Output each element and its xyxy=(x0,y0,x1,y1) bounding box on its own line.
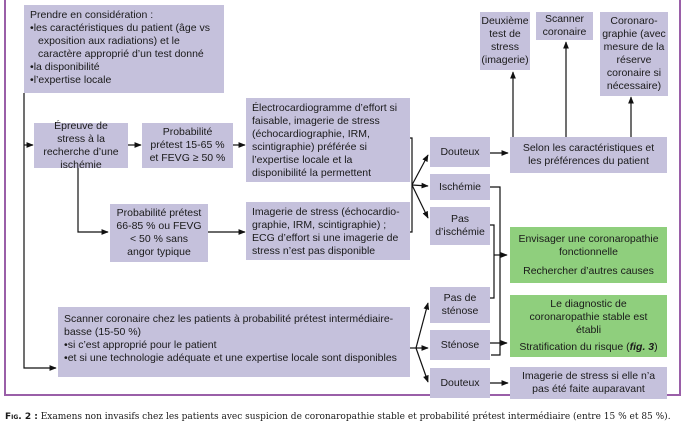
diagnosis-line2-prefix: Stratification du risque ( xyxy=(519,341,630,353)
prob-high-box: Probabilité prétest 66-85 % ou FEVG < 50… xyxy=(110,204,208,262)
prob-low-box: Probabilité prétest 15-65 % et FEVG ≥ 50… xyxy=(142,123,233,168)
considerations-item: l’expertise locale xyxy=(30,74,218,87)
considerations-item: les caractéristiques du patient (âge vs … xyxy=(30,22,218,61)
coronarography-box: Coronaro-graphie (avec mesure de la rése… xyxy=(600,12,668,96)
scanner-box-item: si c’est approprié pour le patient xyxy=(64,339,404,352)
considerations-item: la disponibilité xyxy=(30,61,218,74)
prob-high-label: Probabilité prétest 66-85 % ou FEVG < 50… xyxy=(116,207,202,258)
coronarography-label: Coronaro-graphie (avec mesure de la rése… xyxy=(602,15,666,92)
prob-low-label: Probabilité prétest 15-65 % et FEVG ≥ 50… xyxy=(149,126,226,164)
considerations-list: les caractéristiques du patient (âge vs … xyxy=(30,22,218,87)
ecg-option-box: Électrocardiogramme d’effort si faisable… xyxy=(246,98,410,182)
diagnosis-line2: Stratification du risque (fig. 3) xyxy=(519,341,657,354)
result-no-stenosis-label: Pas de sténose xyxy=(441,292,479,317)
scanner-box: Scanner coronaire chez les patients à pr… xyxy=(58,307,410,377)
ecg-option-label: Électrocardiogramme d’effort si faisable… xyxy=(252,102,398,179)
figure-reference-link: fig. 3 xyxy=(629,341,655,353)
result-ischemia-label: Ischémie xyxy=(438,180,481,193)
result-stenosis-label: Sténose xyxy=(440,338,480,351)
figure-caption: Fig. 2 : Examens non invasifs chez les p… xyxy=(5,412,671,422)
imaging-option-box: Imagerie de stress (échocardio-graphie, … xyxy=(246,202,410,260)
diagnosis-box: Le diagnostic de coronaropathie stable e… xyxy=(510,295,667,357)
result-scanner-doubtful-box: Douteux xyxy=(430,368,490,398)
patient-preferences-label: Selon les caractéristiques et les préfér… xyxy=(522,142,655,167)
result-no-ischemia-box: Pas d’ischémie xyxy=(430,207,490,245)
patient-preferences-box: Selon les caractéristiques et les préfér… xyxy=(510,137,667,173)
diagnosis-line2-suffix: ) xyxy=(654,341,658,353)
coronary-scanner-top-label: Scanner coronaire xyxy=(542,13,587,38)
functional-line2: Rechercher d’autres causes xyxy=(523,264,654,277)
result-doubtful-label: Douteux xyxy=(440,145,480,158)
result-doubtful-box: Douteux xyxy=(430,137,490,167)
caption-text: Examens non invasifs chez les patients a… xyxy=(37,412,671,422)
result-no-stenosis-box: Pas de sténose xyxy=(430,287,490,323)
second-stress-test-box: Deuxième test de stress (imagerie) xyxy=(480,12,530,70)
scanner-box-list: si c’est approprié pour le patient et si… xyxy=(64,339,404,365)
result-scanner-doubtful-label: Douteux xyxy=(440,376,480,389)
considerations-title: Prendre en considération : xyxy=(30,9,154,21)
result-stenosis-box: Sténose xyxy=(430,330,490,360)
coronary-scanner-top-box: Scanner coronaire xyxy=(536,12,593,40)
scanner-box-title: Scanner coronaire chez les patients à pr… xyxy=(64,313,394,338)
diagnosis-line1: Le diagnostic de coronaropathie stable e… xyxy=(529,298,648,336)
scanner-box-item: et si une technologie adéquate et une ex… xyxy=(64,352,404,365)
imaging-if-not-done-label: Imagerie de stress si elle n’a pas été f… xyxy=(521,370,656,395)
considerations-box: Prendre en considération : les caractéri… xyxy=(24,5,224,93)
second-stress-test-label: Deuxième test de stress (imagerie) xyxy=(481,15,529,66)
figure-frame xyxy=(4,0,681,396)
stress-test-label: Épreuve de stress à la recherche d’une i… xyxy=(43,119,119,171)
stress-test-box: Épreuve de stress à la recherche d’une i… xyxy=(34,120,128,171)
caption-label: Fig. 2 : xyxy=(5,412,38,422)
functional-line1: Envisager une coronaropathie fonctionnel… xyxy=(518,232,659,258)
imaging-if-not-done-box: Imagerie de stress si elle n’a pas été f… xyxy=(510,367,667,399)
result-no-ischemia-label: Pas d’ischémie xyxy=(435,213,485,238)
result-ischemia-box: Ischémie xyxy=(430,174,490,200)
functional-box: Envisager une coronaropathie fonctionnel… xyxy=(510,227,667,283)
imaging-option-label: Imagerie de stress (échocardio-graphie, … xyxy=(252,206,400,257)
